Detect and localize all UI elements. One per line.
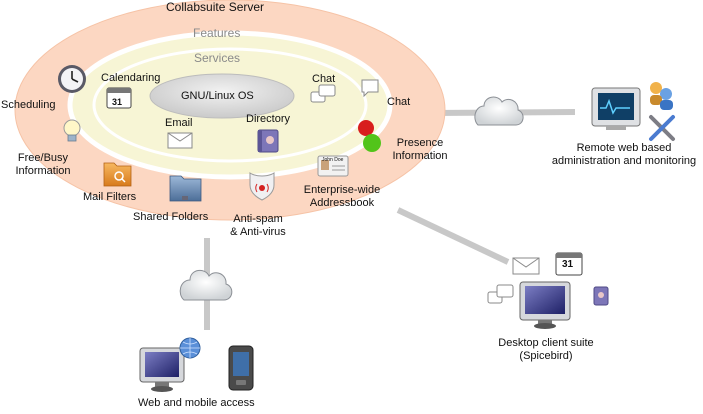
shared-folders-label: Shared Folders (133, 211, 209, 223)
mail-filters-label: Mail Filters (83, 191, 137, 203)
desktop-client-label: Desktop client suite (Spicebird) (485, 337, 607, 363)
presence-line2: Information (392, 150, 448, 162)
cloud-icon-web (179, 269, 233, 301)
email-label: Email (165, 117, 193, 129)
remote-admin-label: Remote web based administration and moni… (545, 142, 703, 168)
free-busy-line2: Information (15, 165, 71, 177)
features-ring-label: Features (193, 26, 241, 40)
clock-icon (58, 65, 86, 93)
lightbulb-icon (63, 119, 81, 142)
addressbook-line1: Enterprise-wide (303, 184, 381, 196)
chat-outer-label: Chat (387, 96, 411, 108)
desktop-client-line1: Desktop client suite (498, 337, 594, 349)
mail-filter-folder-icon (103, 162, 132, 187)
desktop-client-line2: (Spicebird) (519, 350, 573, 362)
email-envelope-icon (167, 132, 193, 149)
antispam-label: Anti-spam & Anti-virus (225, 213, 291, 239)
core-os (149, 73, 295, 119)
mobile-phone-icon (228, 345, 254, 391)
desktop-calendar-day: 31 (562, 259, 574, 270)
antispam-line1: Anti-spam (233, 213, 283, 225)
remote-admin-line2: administration and monitoring (551, 155, 697, 167)
shield-icon (249, 172, 275, 201)
scheduling-label: Scheduling (1, 99, 56, 111)
address-card-icon (317, 155, 349, 177)
antispam-line2: & Anti-virus (230, 226, 286, 238)
services-ring-label: Services (194, 51, 241, 65)
calendar-day: 31 (112, 97, 123, 107)
addressbook-label: Enterprise-wide Addressbook (297, 184, 387, 210)
desktop-chat-bubbles-icon (487, 284, 514, 304)
presence-status-icon (358, 120, 381, 152)
free-busy-label: Free/Busy Information (12, 152, 74, 178)
globe-icon (179, 337, 201, 359)
users-icon (650, 82, 673, 110)
web-mobile-label: Web and mobile access (138, 397, 255, 409)
desktop-addressbook-icon (593, 286, 609, 306)
directory-label: Directory (246, 113, 291, 125)
desktop-email-envelope-icon (512, 257, 540, 275)
shared-folder-icon (169, 175, 202, 202)
desktop-monitor-icon (519, 281, 571, 329)
desktop-computer-icon (139, 347, 185, 392)
connector-desktop (396, 207, 510, 265)
presence-label: Presence Information (387, 137, 453, 163)
directory-book-icon (257, 129, 279, 153)
free-busy-line1: Free/Busy (17, 152, 69, 164)
desktop-calendar-icon (555, 252, 583, 276)
monitoring-monitor-icon (591, 87, 641, 130)
chat-inner-label: Chat (312, 73, 336, 85)
presence-line1: Presence (396, 137, 444, 149)
tools-icon (649, 115, 675, 141)
server-title: Collabsuite Server (166, 0, 265, 14)
cloud-icon-remote (474, 96, 524, 126)
calendaring-label: Calendaring (101, 72, 161, 84)
core-os-label: GNU/Linux OS (181, 90, 254, 102)
card-text: John Doe (322, 157, 344, 163)
addressbook-line2: Addressbook (309, 197, 375, 209)
calendar-icon (106, 87, 132, 109)
remote-admin-line1: Remote web based (576, 142, 672, 154)
chat-bubble-icon (361, 79, 379, 98)
chat-bubbles-icon (310, 84, 336, 103)
